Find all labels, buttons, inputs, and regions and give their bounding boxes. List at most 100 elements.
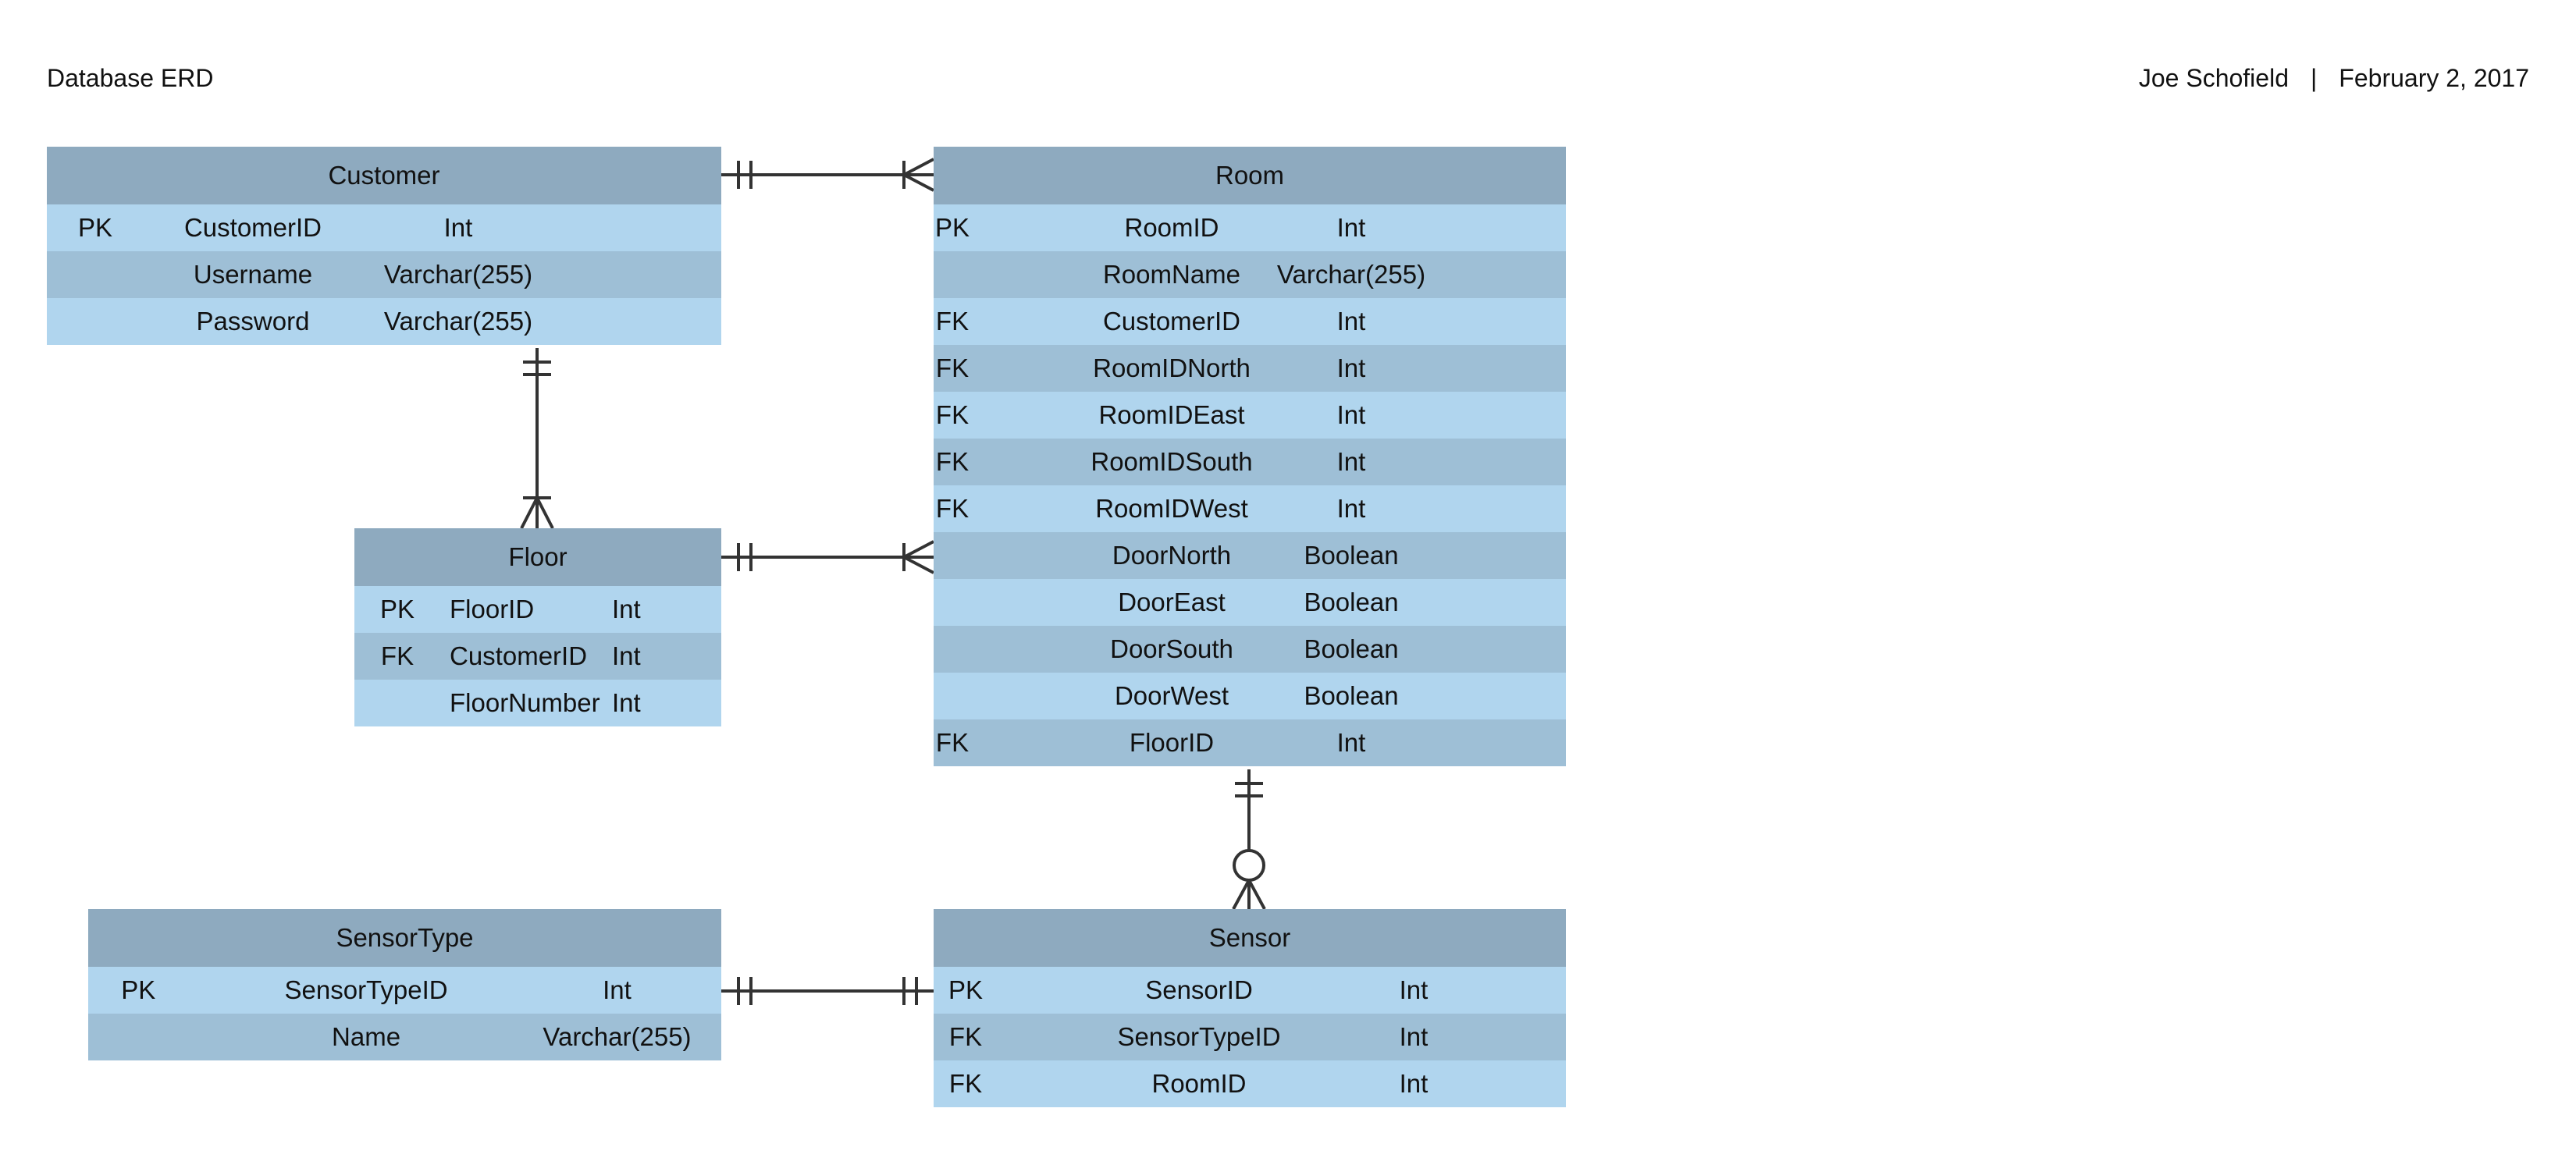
field-name-cell: CustomerID <box>183 213 322 242</box>
table-row[interactable]: FloorNumber Int <box>354 680 721 726</box>
table-header: Customer <box>47 147 721 204</box>
field-name-cell: Password <box>196 307 310 336</box>
field-name-cell: DoorSouth <box>1110 634 1233 663</box>
document-date: February 2, 2017 <box>2339 64 2529 92</box>
field-type-cell: Int <box>1399 1069 1429 1098</box>
table-row[interactable]: DoorSouth Boolean <box>934 626 1566 673</box>
connector-customer-room[interactable] <box>721 158 934 192</box>
table-row[interactable]: FK RoomIDNorth Int <box>934 345 1566 392</box>
key-cell: FK <box>935 307 970 336</box>
field-name-cell: RoomID <box>1124 213 1219 242</box>
table-row[interactable]: Name Varchar(255) <box>88 1014 721 1060</box>
field-name-cell: FloorID <box>450 595 535 623</box>
table-row[interactable]: PK SensorID Int <box>934 967 1566 1014</box>
field-name-cell: RoomIDSouth <box>1091 447 1253 476</box>
meta-separator: | <box>2310 64 2318 92</box>
field-name-cell: SensorTypeID <box>284 975 448 1004</box>
field-name-cell: FloorID <box>1129 728 1215 757</box>
table-row[interactable]: RoomName Varchar(255) <box>934 251 1566 298</box>
key-cell: FK <box>935 494 970 523</box>
field-name-cell: RoomName <box>1102 260 1241 289</box>
key-cell: PK <box>121 975 156 1004</box>
field-name-cell: FloorNumber <box>450 688 600 717</box>
table-row[interactable]: DoorEast Boolean <box>934 579 1566 626</box>
key-cell: FK <box>935 400 970 429</box>
connector-floor-room[interactable] <box>721 540 934 574</box>
field-type-cell: Varchar(255) <box>1276 260 1426 289</box>
field-type-cell: Int <box>612 688 641 717</box>
table-row[interactable]: FK RoomIDSouth Int <box>934 439 1566 485</box>
field-type-cell: Int <box>603 975 632 1004</box>
field-type-cell: Int <box>612 595 641 623</box>
field-type-cell: Int <box>1336 728 1366 757</box>
field-type-cell: Boolean <box>1304 541 1399 570</box>
key-cell: FK <box>948 1022 983 1051</box>
field-type-cell: Int <box>1336 213 1366 242</box>
field-name-cell: SensorID <box>1145 975 1253 1004</box>
field-type-cell: Int <box>443 213 473 242</box>
field-type-cell: Varchar(255) <box>543 1022 692 1051</box>
table-header: Room <box>934 147 1566 204</box>
field-name-cell: Name <box>332 1022 401 1051</box>
key-cell: FK <box>948 1069 983 1098</box>
table-row[interactable]: FK FloorID Int <box>934 719 1566 766</box>
connector-room-sensor[interactable] <box>1232 769 1266 910</box>
field-name-cell: DoorEast <box>1118 588 1226 616</box>
table-row[interactable]: DoorNorth Boolean <box>934 532 1566 579</box>
table-row[interactable]: PK FloorID Int <box>354 586 721 633</box>
field-type-cell: Boolean <box>1304 634 1399 663</box>
field-name-cell: Username <box>193 260 313 289</box>
document-title: Database ERD <box>47 64 214 92</box>
field-name-cell: RoomIDWest <box>1095 494 1248 523</box>
table-row[interactable]: Password Varchar(255) <box>47 298 721 345</box>
field-name-cell: RoomIDNorth <box>1093 353 1251 382</box>
key-cell: PK <box>948 975 984 1004</box>
field-name-cell: DoorNorth <box>1112 541 1232 570</box>
field-type-cell: Int <box>1336 447 1366 476</box>
table-row[interactable]: FK RoomIDWest Int <box>934 485 1566 532</box>
field-type-cell: Int <box>1336 494 1366 523</box>
table-row[interactable]: PK SensorTypeID Int <box>88 967 721 1014</box>
key-cell: FK <box>380 641 415 670</box>
author-name: Joe Schofield <box>2138 64 2289 92</box>
field-type-cell: Int <box>1399 1022 1429 1051</box>
table-row[interactable]: FK SensorTypeID Int <box>934 1014 1566 1060</box>
key-cell: PK <box>379 595 415 623</box>
field-type-cell: Varchar(255) <box>383 307 533 336</box>
table-header: SensorType <box>88 909 721 967</box>
key-cell: FK <box>935 447 970 476</box>
key-cell: PK <box>77 213 113 242</box>
key-cell: FK <box>935 353 970 382</box>
field-type-cell: Int <box>1399 975 1429 1004</box>
table-row[interactable]: FK RoomID Int <box>934 1060 1566 1107</box>
field-type-cell: Varchar(255) <box>383 260 533 289</box>
connector-sensortype-sensor[interactable] <box>721 977 934 1005</box>
field-type-cell: Int <box>1336 400 1366 429</box>
key-cell: FK <box>935 728 970 757</box>
table-row[interactable]: DoorWest Boolean <box>934 673 1566 719</box>
table-row[interactable]: PK RoomID Int <box>934 204 1566 251</box>
field-name-cell: DoorWest <box>1114 681 1229 710</box>
field-name-cell: SensorTypeID <box>1117 1022 1281 1051</box>
field-name-cell: RoomID <box>1151 1069 1247 1098</box>
connector-customer-floor[interactable] <box>520 348 554 529</box>
field-type-cell: Boolean <box>1304 681 1399 710</box>
field-type-cell: Int <box>1336 353 1366 382</box>
key-cell: PK <box>934 213 970 242</box>
table-row[interactable]: PK CustomerID Int <box>47 204 721 251</box>
document-meta: Joe Schofield | February 2, 2017 <box>2139 64 2529 93</box>
field-type-cell: Boolean <box>1304 588 1399 616</box>
table-row[interactable]: Username Varchar(255) <box>47 251 721 298</box>
table-header: Sensor <box>934 909 1566 967</box>
field-name-cell: CustomerID <box>450 641 588 670</box>
field-type-cell: Int <box>1336 307 1366 336</box>
